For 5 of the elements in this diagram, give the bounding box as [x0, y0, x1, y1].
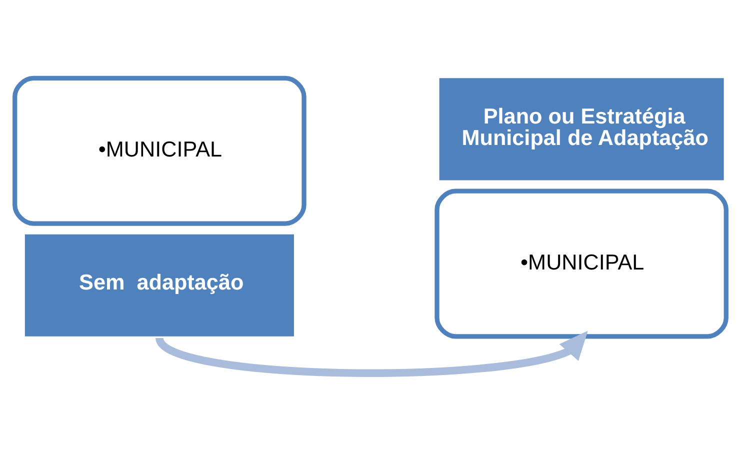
node-box: Plano ou Estratégia Municipal de Adaptação [439, 78, 724, 180]
node-box: Sem adaptação [24, 234, 294, 336]
node-box: •MUNICIPAL [434, 188, 728, 339]
node-box: •MUNICIPAL [12, 76, 306, 226]
arrow [156, 330, 588, 377]
